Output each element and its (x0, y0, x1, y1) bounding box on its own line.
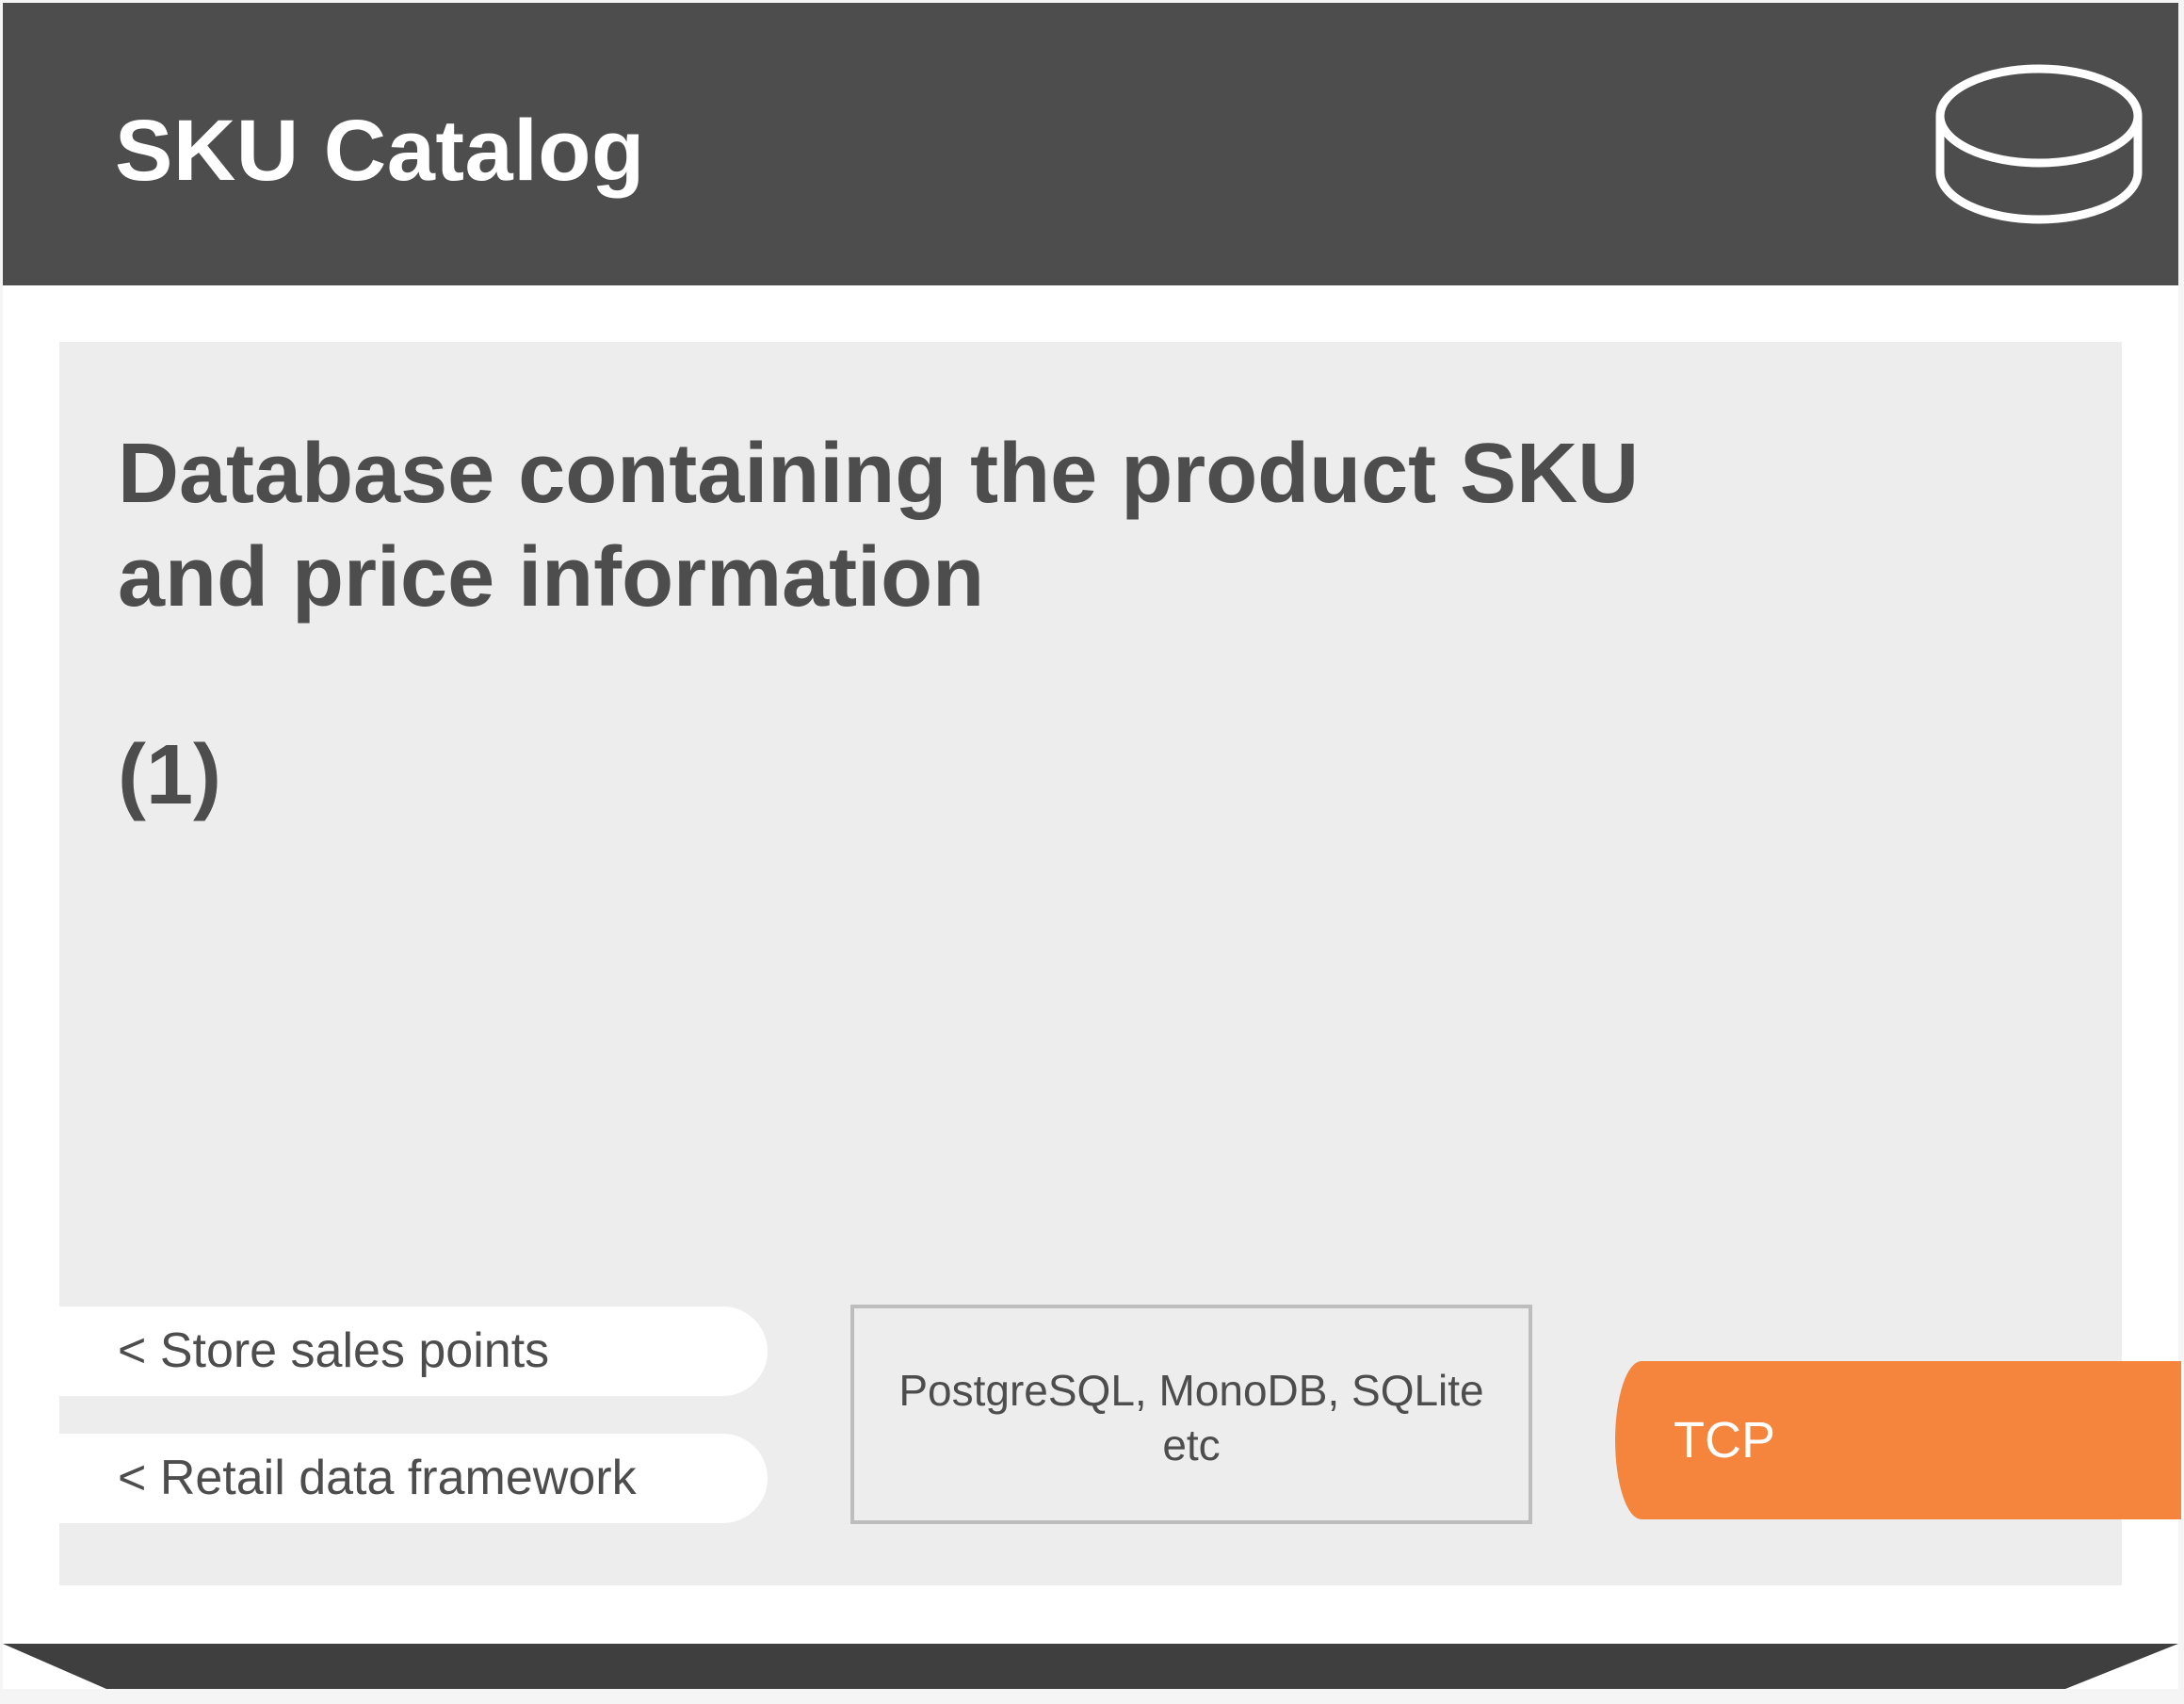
component-card: SKU Catalog Database containing the prod… (3, 3, 2181, 1689)
component-title: SKU Catalog (115, 103, 645, 199)
footer-bar (3, 1644, 2178, 1689)
technologies-line-2: etc (1162, 1420, 1221, 1469)
card-header: SKU Catalog (3, 3, 2178, 285)
link-retail-data-framework[interactable]: < Retail data framework (59, 1434, 768, 1523)
database-icon (1935, 64, 2143, 224)
component-description: Database containing the product SKU and … (118, 427, 1640, 625)
protocol-tab: TCP (1615, 1361, 2181, 1519)
details-panel: Database containing the product SKU and … (59, 342, 2122, 1585)
technologies-box: PostgreSQL, MonoDB, SQLite etc (850, 1305, 1532, 1524)
technologies-line-1: PostgreSQL, MonoDB, SQLite (898, 1366, 1484, 1415)
component-note: (1) (118, 728, 221, 822)
link-store-sales-points[interactable]: < Store sales points (59, 1306, 768, 1396)
